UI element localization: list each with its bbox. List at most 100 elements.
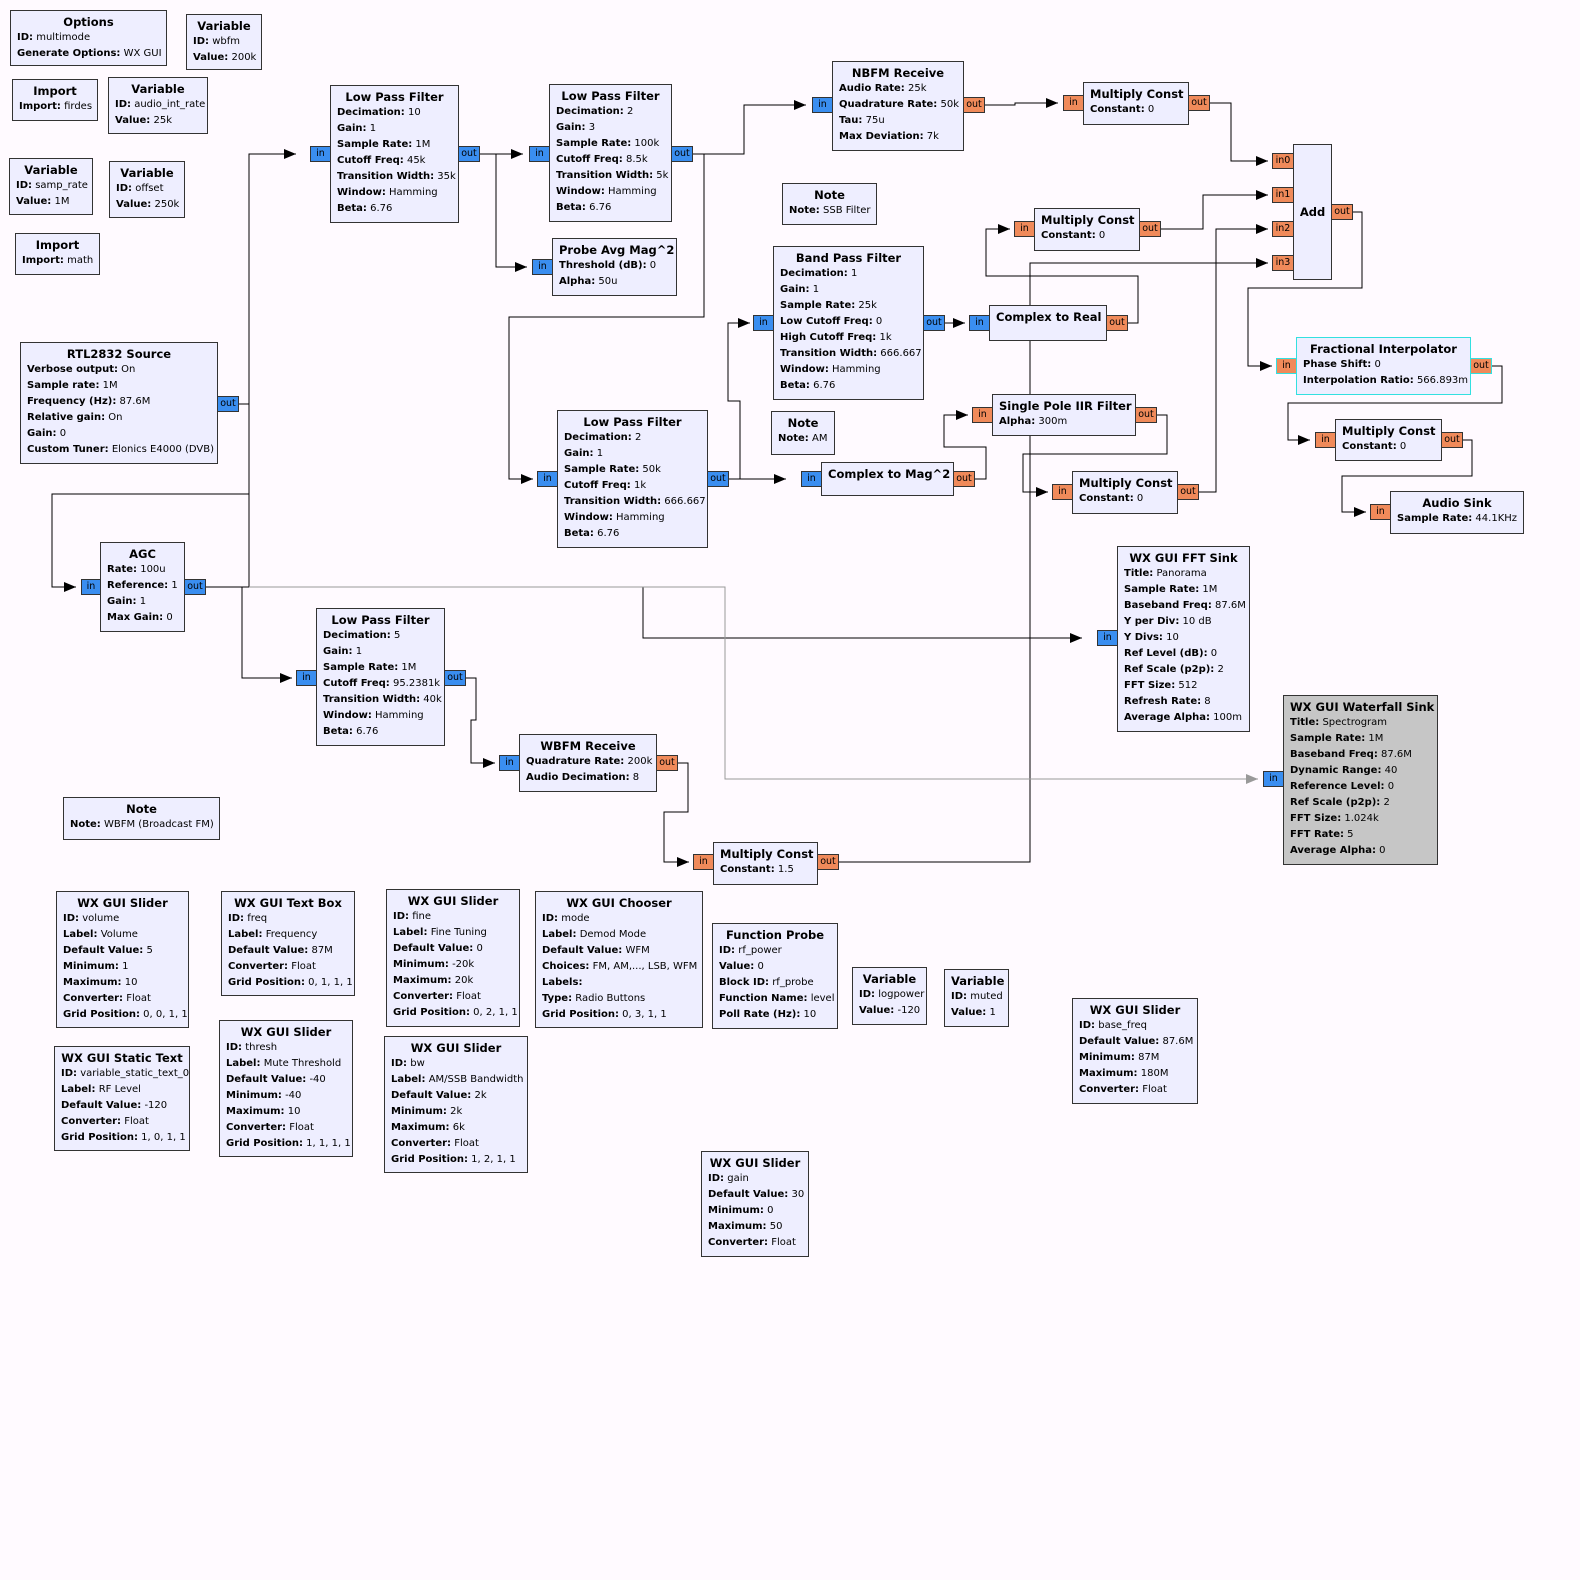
port-in0[interactable]: in0 xyxy=(1272,153,1294,169)
port-out[interactable]: out xyxy=(184,579,206,595)
port-in[interactable]: in xyxy=(753,315,774,331)
port-in[interactable]: in xyxy=(1276,358,1297,374)
port-in3[interactable]: in3 xyxy=(1272,255,1294,271)
param-value: 300m xyxy=(1038,416,1068,427)
port-in[interactable]: in xyxy=(532,259,553,275)
block-complex-to-mag2[interactable]: Complex to Mag^2 xyxy=(821,462,954,496)
port-out[interactable]: out xyxy=(1139,221,1161,237)
port-in[interactable]: in xyxy=(499,755,520,771)
port-in[interactable]: in xyxy=(1263,771,1284,787)
port-out[interactable]: out xyxy=(444,670,466,686)
port-in[interactable]: in xyxy=(969,315,990,331)
port-out[interactable]: out xyxy=(217,396,239,412)
block-add[interactable]: Add xyxy=(1293,144,1332,280)
block-title: Options xyxy=(63,15,114,29)
port-out[interactable]: out xyxy=(458,146,480,162)
wire xyxy=(839,258,1268,863)
port-out[interactable]: out xyxy=(671,146,693,162)
port-in[interactable]: in xyxy=(529,146,550,162)
port-out[interactable]: out xyxy=(1177,484,1199,500)
port-in[interactable]: in xyxy=(972,407,993,423)
port-in[interactable]: in xyxy=(537,471,558,487)
port-out[interactable]: out xyxy=(707,471,729,487)
port-in2[interactable]: in2 xyxy=(1272,221,1294,237)
port-out[interactable]: out xyxy=(953,471,975,487)
param-value: Float xyxy=(456,991,481,1002)
param-value: 1, 0, 1, 1 xyxy=(141,1132,186,1143)
port-in[interactable]: in xyxy=(801,471,822,487)
port-in1[interactable]: in1 xyxy=(1272,187,1294,203)
port-out[interactable]: out xyxy=(1331,204,1353,220)
port-in[interactable]: in xyxy=(1097,630,1118,646)
port-out[interactable]: out xyxy=(923,315,945,331)
port-out[interactable]: out xyxy=(1470,358,1492,374)
port-in[interactable]: in xyxy=(1014,221,1035,237)
param-key: ID: xyxy=(16,180,33,191)
port-in[interactable]: in xyxy=(1063,95,1084,111)
port-in[interactable]: in xyxy=(693,854,714,870)
block-complex-to-real[interactable]: Complex to Real xyxy=(989,305,1107,341)
param-row: Sample Rate: 1M xyxy=(1290,731,1431,747)
param-row: Converter: Float xyxy=(61,1114,183,1130)
port-out[interactable]: out xyxy=(963,97,985,113)
port-in[interactable]: in xyxy=(1052,484,1073,500)
port-out[interactable]: out xyxy=(1135,407,1157,423)
port-in[interactable]: in xyxy=(1370,504,1391,520)
port-out[interactable]: out xyxy=(656,755,678,771)
param-row: Decimation: 5 xyxy=(323,628,438,644)
port-out[interactable]: out xyxy=(817,854,839,870)
port-in[interactable]: in xyxy=(296,670,317,686)
port-in[interactable]: in xyxy=(310,146,331,162)
param-row: Minimum: 1 xyxy=(63,959,182,975)
port-in[interactable]: in xyxy=(1315,432,1336,448)
port-out[interactable]: out xyxy=(1188,95,1210,111)
port-in[interactable]: in xyxy=(812,97,833,113)
port-out[interactable]: out xyxy=(1441,432,1463,448)
port-in[interactable]: in xyxy=(81,579,101,595)
param-row: Default Value: 30 xyxy=(708,1187,804,1203)
port-out[interactable]: out xyxy=(1106,315,1128,331)
